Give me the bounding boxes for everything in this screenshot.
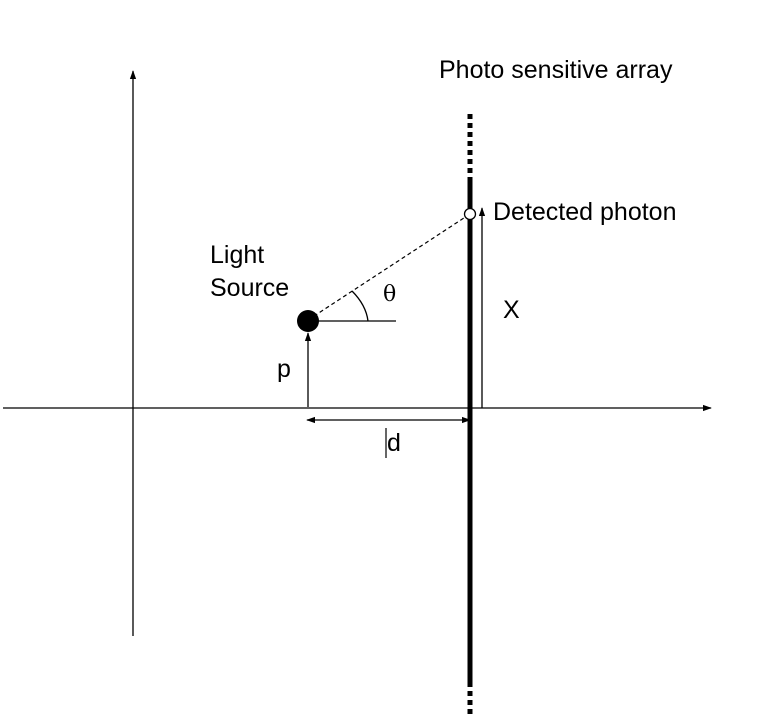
light-source-dot <box>297 310 319 332</box>
angle-theta-label: θ <box>383 282 396 307</box>
array-label: Photo sensitive array <box>439 56 673 84</box>
detected-photon-label: Detected photon <box>493 198 676 226</box>
angle-arc <box>351 290 369 322</box>
light-source-label-line1: Light <box>210 241 264 269</box>
light-source-label-line2: Source <box>210 274 289 302</box>
photon-path <box>307 213 471 321</box>
p-distance-label: p <box>277 355 291 383</box>
x-distance-label: X <box>503 296 520 324</box>
detected-photon-marker <box>463 207 477 221</box>
d-distance-label: d <box>387 429 401 457</box>
